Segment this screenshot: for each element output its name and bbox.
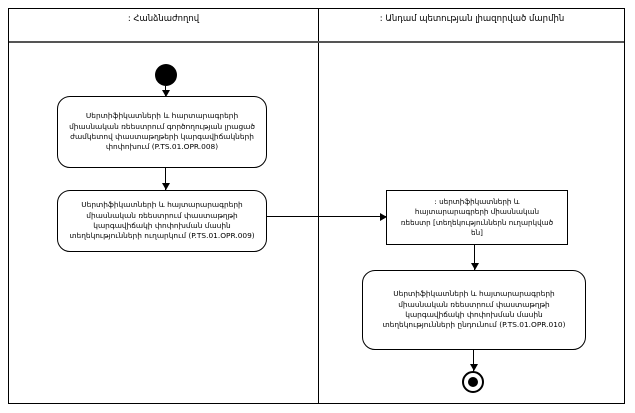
lane-header-commission: : Հանձնաժողով [127, 14, 200, 24]
object-node-registry[interactable]: : սերտիֆիկատների և հայտարարագրերի միասնա… [386, 190, 568, 245]
edge-registry-to-opr010 [474, 245, 475, 271]
edge-opr009-to-registry [267, 216, 386, 217]
lane-divider [318, 8, 319, 404]
object-node-registry-label: : սերտիֆիկատների և հայտարարագրերի միասնա… [400, 197, 554, 237]
final-node[interactable] [462, 371, 484, 393]
arrowhead-right-icon [380, 213, 387, 221]
edge-opr010-to-final [473, 350, 474, 372]
arrowhead-down-icon [470, 364, 478, 371]
arrowhead-down-icon [162, 183, 170, 190]
activity-opr-010[interactable]: Սերտիֆիկատների և հայտարարագրերի միասնակա… [362, 270, 586, 350]
activity-opr-008[interactable]: Սերտիֆիկատների և հարտարագրերի միասնական … [57, 96, 267, 168]
lane-header-authorized-body: : Անդամ պետության լիազորված մարմին [379, 14, 565, 24]
activity-opr-009[interactable]: Սերտիֆիկատների և հայտարարագրերի միասնակա… [57, 190, 267, 252]
edge-opr008-to-opr009 [165, 168, 166, 191]
activity-opr-008-label: Սերտիֆիկատների և հարտարագրերի միասնական … [69, 111, 255, 152]
activity-opr-010-label: Սերտիֆիկատների և հայտարարագրերի միասնակա… [382, 289, 566, 330]
initial-node[interactable] [155, 64, 177, 86]
lane-header-divider [9, 41, 624, 43]
arrowhead-down-icon [162, 90, 170, 97]
arrowhead-down-icon [471, 263, 479, 270]
activity-opr-009-label: Սերտիֆիկատների և հայտարարագրերի միասնակա… [69, 200, 255, 241]
